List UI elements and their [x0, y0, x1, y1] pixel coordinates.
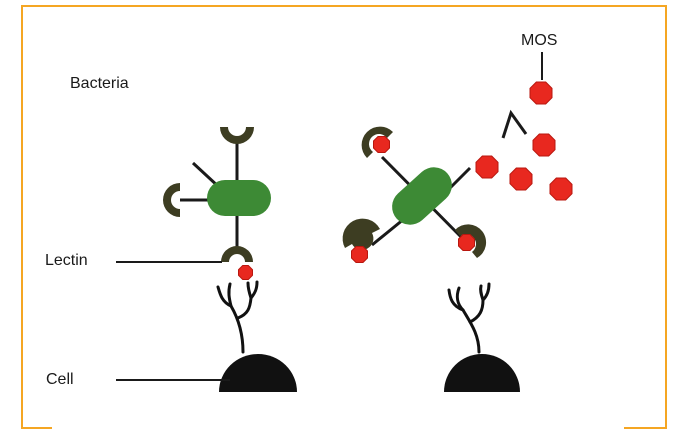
- mos-icon: [530, 82, 552, 104]
- left-cell-receptor: [218, 282, 257, 352]
- cell-icon: [444, 354, 520, 392]
- mos-icon: [374, 137, 390, 153]
- right-bacterium: [343, 127, 486, 263]
- lectin-cup-icon: [343, 219, 380, 250]
- lectin-cup-icon: [163, 183, 180, 217]
- mos-icon: [533, 134, 555, 156]
- left-bacterium: [163, 127, 271, 280]
- cell-label: Cell: [46, 371, 74, 388]
- lectin-cup-icon: [221, 246, 253, 262]
- mos-icon: [352, 247, 368, 263]
- bacteria-label: Bacteria: [70, 75, 129, 92]
- frame: [22, 6, 666, 428]
- lectin-label: Lectin: [45, 252, 88, 269]
- mos-icon: [239, 266, 253, 280]
- mos-icon: [510, 168, 532, 190]
- mos-label: MOS: [521, 32, 557, 49]
- free-mos: [476, 52, 572, 200]
- lectin-cup-icon: [220, 127, 254, 144]
- mos-icon: [459, 235, 475, 251]
- mos-icon: [550, 178, 572, 200]
- right-cell-receptor: [449, 284, 489, 352]
- bacteria-body-icon: [207, 180, 271, 216]
- mos-icon: [476, 156, 498, 178]
- chevron-mark-icon: [503, 113, 526, 138]
- cell-icon: [219, 354, 297, 392]
